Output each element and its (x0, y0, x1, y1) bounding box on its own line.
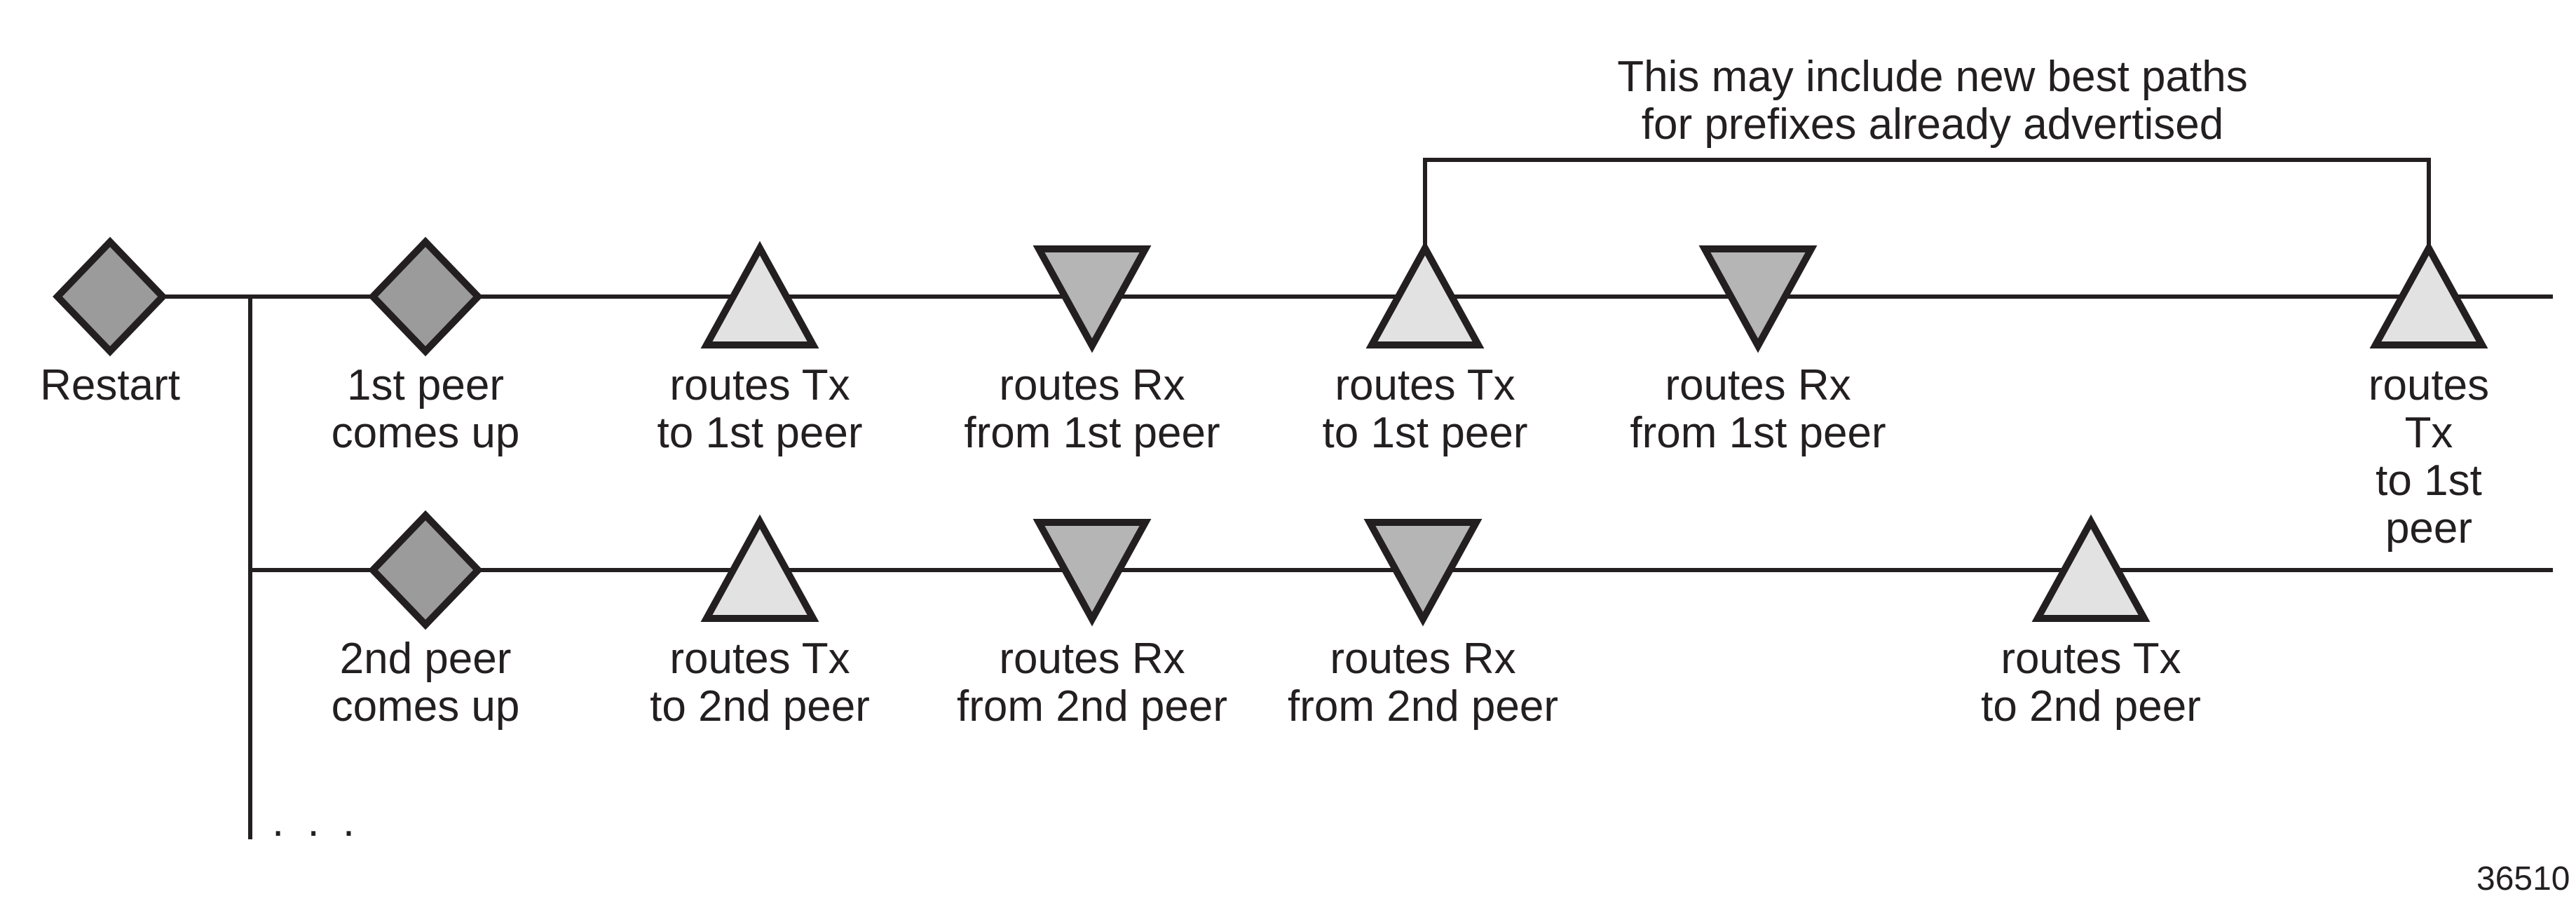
marker-routes-tx (700, 241, 819, 348)
marker-routes-rx (1033, 519, 1152, 627)
marker-routes-rx (1363, 519, 1483, 627)
marker-routes-rx (1698, 245, 1818, 353)
annotation-bracket (1423, 158, 2431, 249)
marker-peer-up (368, 510, 483, 630)
marker-routes-tx (700, 514, 819, 622)
event-label-routes-rx: routes Rx from 2nd peer (1288, 635, 1558, 731)
event-label-routes-rx: routes Rx from 1st peer (964, 361, 1220, 457)
event-label-routes-rx: routes Rx from 2nd peer (957, 635, 1227, 731)
annotation-line-1: This may include new best paths (1617, 53, 2248, 101)
event-label-routes-tx: routes Tx to 1st peer (1322, 361, 1528, 457)
event-label-routes-tx: routes Tx to 2nd peer (1981, 635, 2201, 731)
event-label-peer-up: 2nd peer comes up (331, 635, 520, 731)
marker-peer-up (368, 236, 483, 357)
continuation-ellipsis: . . . (272, 797, 361, 846)
event-label-routes-tx: routes Tx to 2nd peer (650, 635, 870, 731)
event-label-routes-tx: routes Tx to 1st peer (657, 361, 863, 457)
annotation-note: This may include new best paths for pref… (1617, 53, 2247, 149)
marker-routes-rx (1033, 245, 1152, 353)
marker-routes-tx (2369, 241, 2488, 348)
event-label-restart: Restart (40, 361, 180, 409)
event-label-peer-up: 1st peer comes up (331, 361, 520, 457)
marker-restart (53, 236, 168, 357)
figure-number: 36510 (2476, 860, 2570, 897)
marker-routes-tx (1365, 241, 1485, 348)
marker-routes-tx (2031, 514, 2151, 622)
annotation-line-2: for prefixes already advertised (1641, 100, 2224, 149)
event-label-routes-rx: routes Rx from 1st peer (1630, 361, 1886, 457)
event-label-routes-tx: routes Tx to 1st peer (2368, 361, 2490, 553)
